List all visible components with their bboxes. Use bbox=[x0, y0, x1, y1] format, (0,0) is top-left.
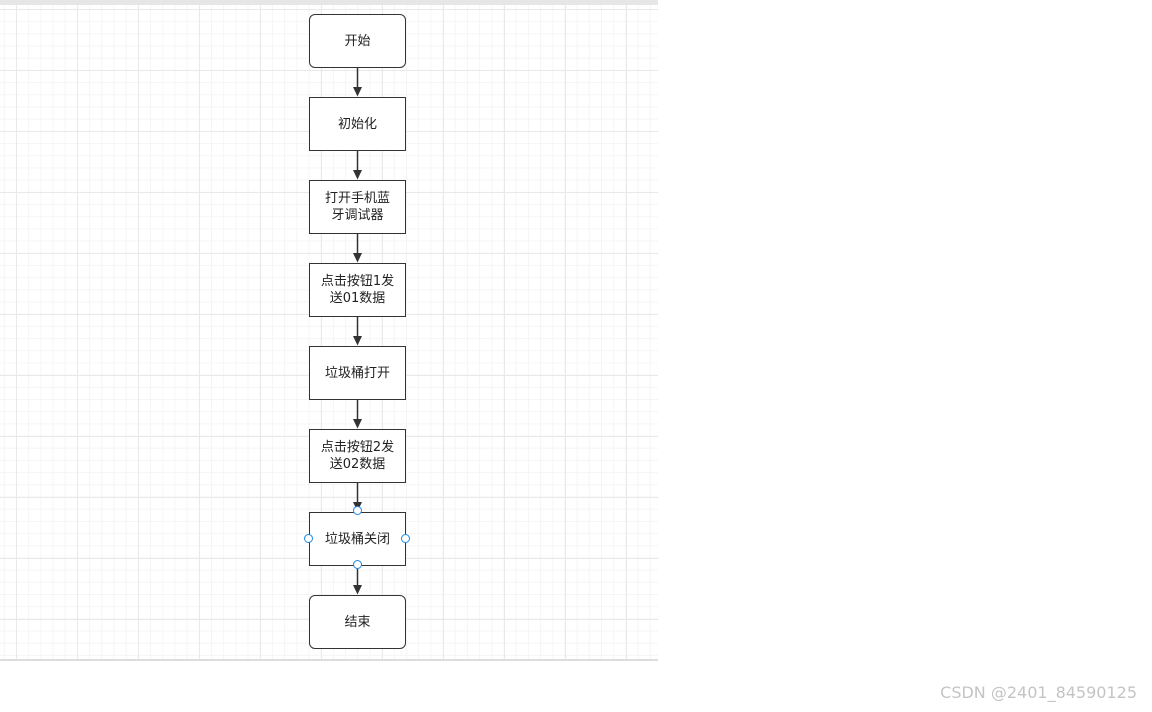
watermark: CSDN @2401_84590125 bbox=[940, 683, 1137, 702]
node-label: 结束 bbox=[344, 614, 371, 630]
node-label: 垃圾桶关闭 bbox=[324, 531, 390, 547]
selection-handle-bottom[interactable] bbox=[353, 560, 362, 569]
node-start[interactable]: 开始 bbox=[309, 14, 406, 68]
node-label: 点击按钮2发 送02数据 bbox=[320, 440, 395, 472]
arrowhead bbox=[353, 87, 362, 97]
node-bin-open[interactable]: 垃圾桶打开 bbox=[309, 346, 406, 400]
arrowhead bbox=[353, 170, 362, 180]
arrowhead bbox=[353, 585, 362, 595]
node-send-02[interactable]: 点击按钮2发 送02数据 bbox=[309, 429, 406, 483]
selection-handle-left[interactable] bbox=[304, 534, 313, 543]
diagram-canvas[interactable]: 开始 初始化 打开手机蓝 牙调试器 点击按钮1发 送01数据 垃圾桶打开 点击按… bbox=[0, 0, 658, 661]
node-send-01[interactable]: 点击按钮1发 送01数据 bbox=[309, 263, 406, 317]
arrowhead bbox=[353, 419, 362, 429]
arrowhead bbox=[353, 336, 362, 346]
node-end[interactable]: 结束 bbox=[309, 595, 406, 649]
node-label: 开始 bbox=[344, 33, 371, 49]
node-label: 初始化 bbox=[337, 116, 377, 132]
selection-handle-top[interactable] bbox=[353, 506, 362, 515]
arrowhead bbox=[353, 253, 362, 263]
node-label: 点击按钮1发 送01数据 bbox=[320, 274, 395, 306]
node-init[interactable]: 初始化 bbox=[309, 97, 406, 151]
node-label: 打开手机蓝 牙调试器 bbox=[324, 191, 390, 223]
node-label: 垃圾桶打开 bbox=[324, 365, 390, 381]
node-bin-close[interactable]: 垃圾桶关闭 bbox=[309, 512, 406, 566]
node-open-debugger[interactable]: 打开手机蓝 牙调试器 bbox=[309, 180, 406, 234]
selection-handle-right[interactable] bbox=[401, 534, 410, 543]
